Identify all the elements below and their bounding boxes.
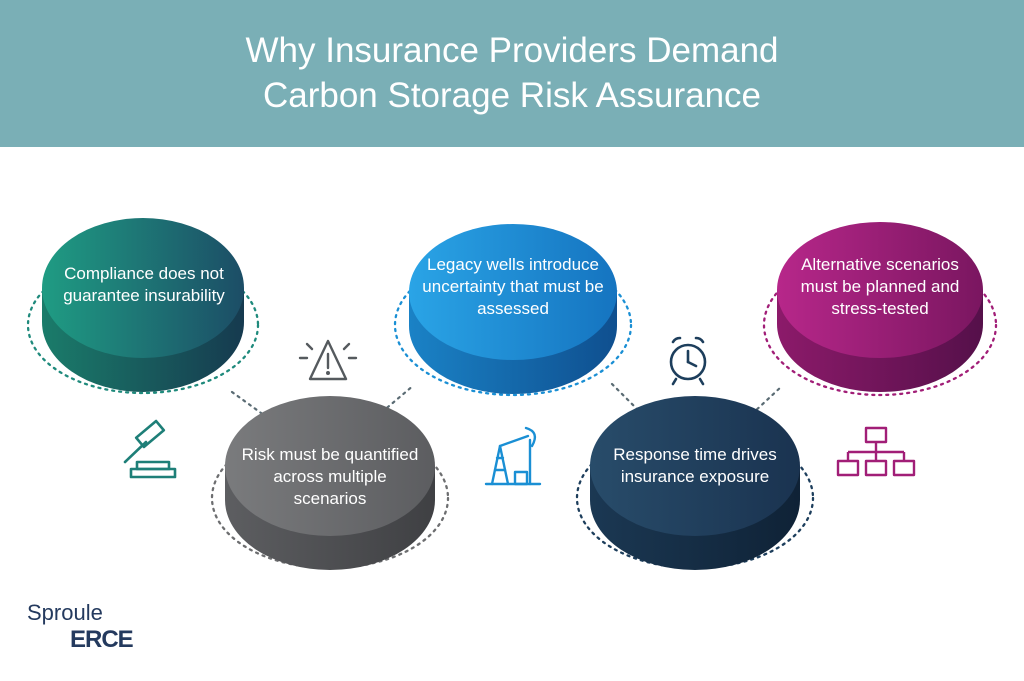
disc-label-alternative-scenarios: Alternative scenarios must be planned an…	[800, 255, 960, 318]
disc-label-compliance: Compliance does not guarantee insurabili…	[63, 264, 225, 305]
disc-alternative-scenarios	[762, 222, 998, 397]
disc-label-risk: Risk must be quantified across multiple …	[241, 445, 419, 508]
title-line-2: Carbon Storage Risk Assurance	[262, 76, 762, 115]
disc-top	[225, 396, 435, 536]
org-chart-icon	[836, 426, 916, 477]
gavel-icon	[123, 419, 177, 479]
logo-sproule: Sproule	[27, 600, 103, 625]
disc-ring	[26, 255, 260, 395]
disc-label-legacy-wells: Legacy wells introduce uncertainty that …	[422, 255, 604, 318]
disc-top	[590, 396, 800, 536]
company-logo: Sproule ERCE	[27, 600, 167, 660]
title-banner	[0, 0, 1024, 147]
disc-top	[42, 218, 244, 358]
disc-compliance	[26, 218, 260, 395]
disc-top	[777, 222, 983, 358]
page-title: Why Insurance Providers Demand Carbon St…	[0, 28, 1024, 118]
oil-pump-icon	[484, 426, 542, 486]
connector-4	[750, 384, 784, 416]
disc-ring	[762, 253, 998, 397]
disc-risk	[210, 396, 450, 570]
title-line-1: Why Insurance Providers Demand	[245, 31, 779, 70]
alarm-clock-icon	[669, 336, 707, 386]
disc-top	[409, 224, 617, 360]
disc-legacy-wells	[393, 224, 633, 397]
disc-label-response-time: Response time drives insurance exposure	[613, 445, 777, 486]
logo-erce: ERCE	[70, 626, 134, 653]
warning-icon	[298, 339, 358, 381]
disc-response-time	[575, 396, 815, 570]
